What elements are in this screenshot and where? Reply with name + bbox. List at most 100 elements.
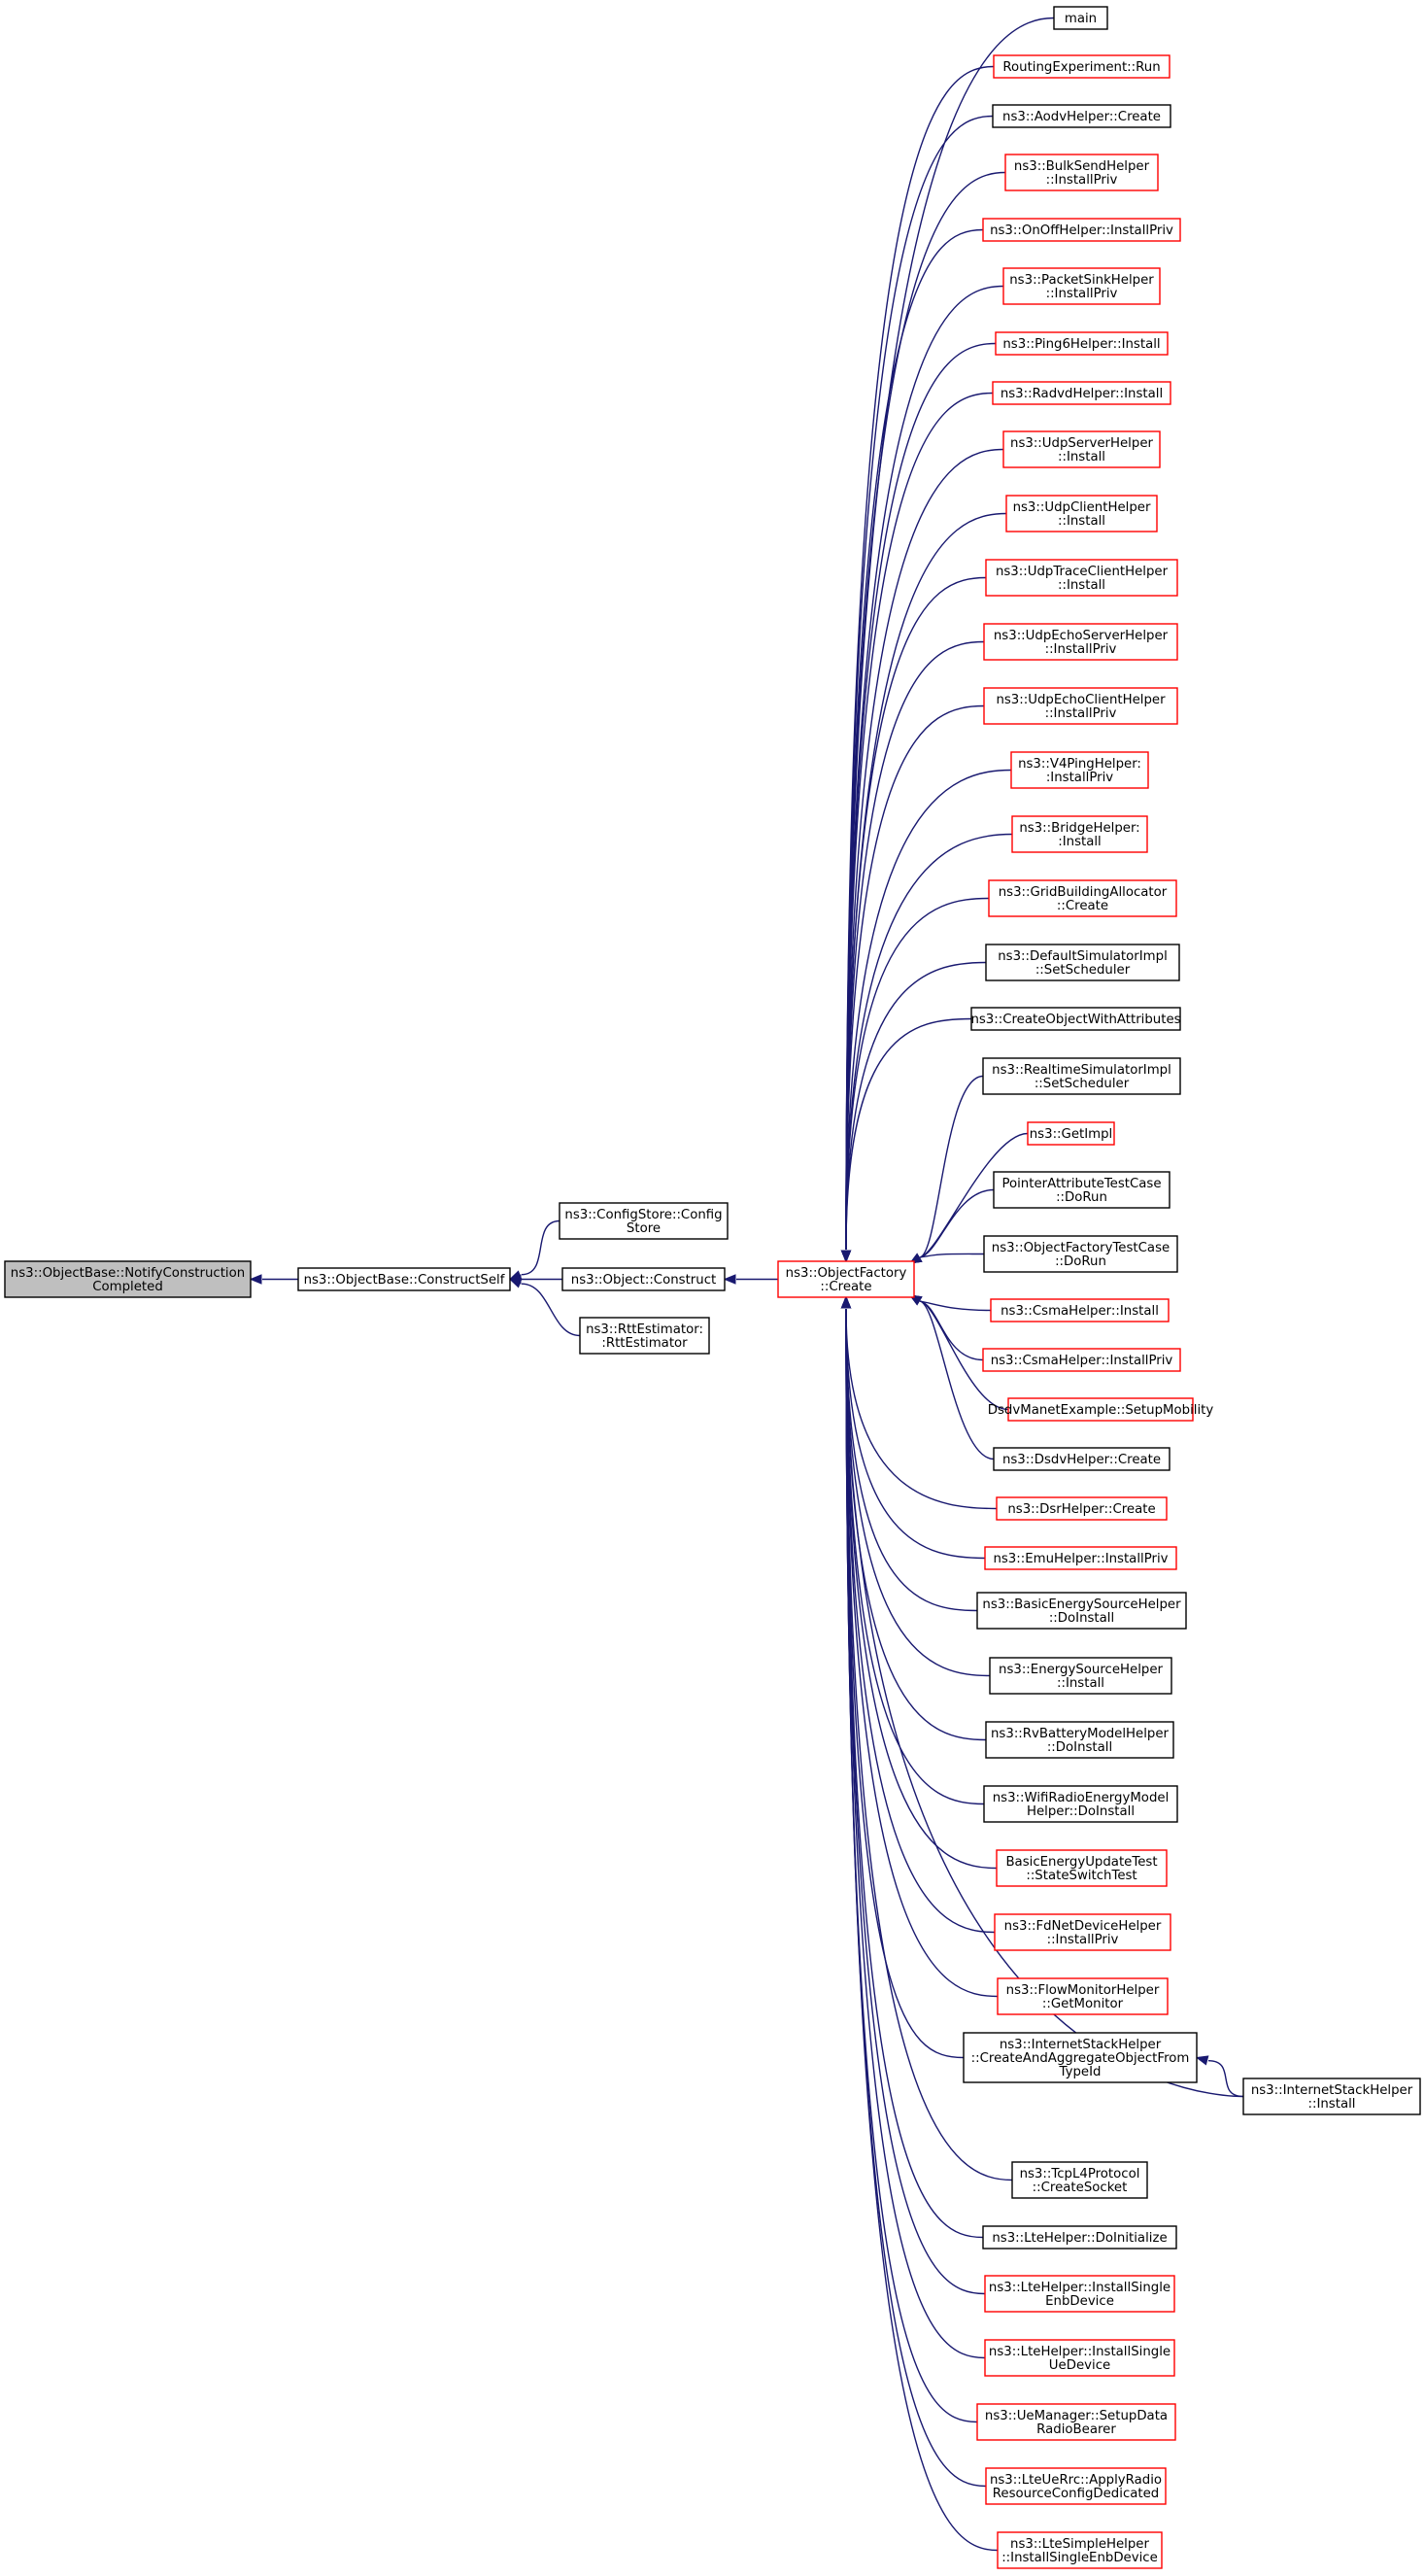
node-label: ns3::ObjectFactoryTestCase: [992, 1241, 1170, 1255]
node-ns3-getimpl[interactable]: ns3::GetImpl: [1027, 1121, 1115, 1146]
edge-n1-to-n0: [249, 1274, 298, 1285]
edge-line: [919, 1075, 984, 1258]
node-box: [984, 1546, 1177, 1570]
node-label: main: [1065, 12, 1097, 26]
node-ns3-objectfactory-create[interactable]: ns3::ObjectFactory::Create: [777, 1260, 915, 1298]
node-ns3-ltehelper-doinitialize[interactable]: ns3::LteHelper::DoInitialize: [982, 2225, 1177, 2250]
node-ns3-ping6helper-install[interactable]: ns3::Ping6Helper::Install: [995, 331, 1169, 356]
node-label: ns3::AodvHelper::Create: [1002, 110, 1161, 124]
edge-c15-to-n5: [840, 897, 990, 1263]
node-ns3-configstore-configstore[interactable]: ns3::ConfigStore::ConfigStore: [559, 1202, 729, 1240]
node-box: [983, 1235, 1178, 1273]
node-box: [997, 2531, 1163, 2569]
node-label: ::SetScheduler: [1035, 1077, 1130, 1091]
edge-line: [845, 392, 994, 1251]
edge-c16-to-n5: [840, 961, 987, 1263]
edge-c21-to-n5: [908, 1253, 985, 1264]
node-ns3-bulksendhelper-installpriv[interactable]: ns3::BulkSendHelper::InstallPriv: [1004, 154, 1159, 191]
node-box: [976, 2403, 1176, 2441]
node-ns3-onoffhelper-installpriv[interactable]: ns3::OnOffHelper::InstallPriv: [982, 218, 1181, 242]
node-label: ns3::TcpL4Protocol: [1020, 2167, 1140, 2181]
node-pointerattributetestcase-dorun[interactable]: PointerAttributeTestCase::DoRun: [993, 1171, 1171, 1209]
node-label: ns3::PacketSinkHelper: [1009, 273, 1154, 288]
node-routingexperiment-run[interactable]: RoutingExperiment::Run: [993, 54, 1171, 79]
edge-c39-to-n5: [840, 1295, 986, 2295]
node-ns3-defaultsimulatorimpl-setscheduler[interactable]: ns3::DefaultSimulatorImpl::SetScheduler: [985, 944, 1180, 981]
node-label: ns3::EnergySourceHelper: [999, 1663, 1163, 1677]
node-ns3-udptraceclienthelper-install[interactable]: ns3::UdpTraceClientHelper::Install: [985, 559, 1178, 597]
node-ns3-bridgehelper-install[interactable]: ns3::BridgeHelper::Install: [1011, 815, 1148, 853]
node-ns3-udpechoserverhelper-installpriv[interactable]: ns3::UdpEchoServerHelper::InstallPriv: [983, 623, 1178, 661]
node-ns3-lteuerrc-applyradioresourceconfigdedicated[interactable]: ns3::LteUeRrc::ApplyRadioResourceConfigD…: [985, 2467, 1167, 2505]
node-box: [992, 381, 1171, 405]
node-ns3-fdnetdevicehelper-installpriv[interactable]: ns3::FdNetDeviceHelper::InstallPriv: [994, 1913, 1171, 1951]
node-ns3-internetstackhelper-install[interactable]: ns3::InternetStackHelper::Install: [1242, 2078, 1421, 2115]
node-ns3-gridbuildingallocator-create[interactable]: ns3::GridBuildingAllocator::Create: [988, 879, 1177, 917]
node-ns3-packetsinkhelper-installpriv[interactable]: ns3::PacketSinkHelper::InstallPriv: [1002, 267, 1161, 305]
node-label: ns3::UdpTraceClientHelper: [996, 565, 1169, 579]
node-box: [1002, 430, 1161, 468]
node-box: [996, 1849, 1168, 1887]
node-basicenergyupdatetest-stateswitchtest[interactable]: BasicEnergyUpdateTest::StateSwitchTest: [996, 1849, 1168, 1887]
node-ns3-ltesimplehelper-installsingleenbdevice[interactable]: ns3::LteSimpleHelper::InstallSingleEnbDe…: [997, 2531, 1163, 2569]
node-ns3-tcpl4protocol-createsocket[interactable]: ns3::TcpL4Protocol::CreateSocket: [1011, 2161, 1148, 2199]
node-ns3-udpechoclienthelper-installpriv[interactable]: ns3::UdpEchoClientHelper::InstallPriv: [983, 687, 1178, 725]
node-ns3-flowmonitorhelper-getmonitor[interactable]: ns3::FlowMonitorHelper::GetMonitor: [997, 1977, 1169, 2015]
edge-line: [845, 1308, 998, 1870]
node-label: ns3::RealtimeSimulatorImpl: [992, 1063, 1171, 1078]
edge-line: [845, 1308, 986, 2359]
node-label: ns3::Ping6Helper::Install: [1002, 337, 1160, 352]
node-box: [996, 1496, 1168, 1521]
edge-c9-to-n5: [840, 512, 1007, 1263]
node-ns3-realtimesimulatorimpl-setscheduler[interactable]: ns3::RealtimeSimulatorImpl::SetScheduler: [982, 1057, 1181, 1095]
node-label: ns3::UdpClientHelper: [1013, 500, 1151, 515]
node-ns3-emuhelper-installpriv[interactable]: ns3::EmuHelper::InstallPriv: [984, 1546, 1177, 1570]
edge-line: [845, 1308, 999, 2552]
edge-line: [845, 1308, 978, 1612]
node-ns3-internetstackhelper-createandaggregateobjectfromtypeid[interactable]: ns3::InternetStackHelper::CreateAndAggre…: [963, 2032, 1198, 2083]
node-ns3-radvdhelper-install[interactable]: ns3::RadvdHelper::Install: [992, 381, 1171, 405]
node-label: ns3::EmuHelper::InstallPriv: [993, 1552, 1168, 1566]
node-ns3-ltehelper-installsingleenbdevice[interactable]: ns3::LteHelper::InstallSingleEnbDevice: [984, 2275, 1175, 2313]
node-label: ns3::ObjectFactory: [786, 1266, 907, 1281]
node-ns3-rvbatterymodelhelper-doinstall[interactable]: ns3::RvBatteryModelHelper::DoInstall: [985, 1721, 1174, 1759]
node-ns3-udpserverhelper-install[interactable]: ns3::UdpServerHelper::Install: [1002, 430, 1161, 468]
node-ns3-aodvhelper-create[interactable]: ns3::AodvHelper::Create: [992, 104, 1171, 128]
edge-line: [919, 1188, 995, 1258]
node-label: UeDevice: [1049, 2358, 1110, 2373]
node-ns3-v4pinghelper-installpriv[interactable]: ns3::V4PingHelper::InstallPriv: [1010, 751, 1149, 789]
edge-n2-to-n1: [508, 1219, 560, 1281]
node-ns3-dsrhelper-create[interactable]: ns3::DsrHelper::Create: [996, 1496, 1168, 1521]
node-ns3-csmahelper-installpriv[interactable]: ns3::CsmaHelper::InstallPriv: [982, 1348, 1181, 1372]
node-ns3-basicenergysourcehelper-doinstall[interactable]: ns3::BasicEnergySourceHelper::DoInstall: [976, 1592, 1187, 1630]
node-box: [992, 104, 1171, 128]
edge-line: [845, 1308, 985, 1805]
node-ns3-objectbase-constructself[interactable]: ns3::ObjectBase::ConstructSelf: [297, 1267, 511, 1291]
edge-line: [1207, 2060, 1244, 2098]
node-label: ::DoRun: [1056, 1190, 1107, 1205]
node-ns3-dsdvhelper-create[interactable]: ns3::DsdvHelper::Create: [993, 1447, 1171, 1471]
node-ns3-objectbase-notifyconstructioncompleted: ns3::ObjectBase::NotifyConstructionCompl…: [4, 1260, 252, 1298]
node-label: ns3::LteUeRrc::ApplyRadio: [990, 2473, 1162, 2488]
edge-line: [845, 1308, 987, 2488]
node-box: [983, 687, 1178, 725]
node-label: ns3::V4PingHelper:: [1018, 757, 1141, 772]
node-label: ns3::FdNetDeviceHelper: [1004, 1919, 1162, 1934]
node-ns3-object-construct[interactable]: ns3::Object::Construct: [561, 1267, 726, 1291]
node-ns3-objectfactorytestcase-dorun[interactable]: ns3::ObjectFactoryTestCase::DoRun: [983, 1235, 1178, 1273]
node-ns3-energysourcehelper-install[interactable]: ns3::EnergySourceHelper::Install: [989, 1657, 1172, 1695]
node-dsdvmanetexample-setupmobility[interactable]: DsdvManetExample::SetupMobility: [988, 1397, 1214, 1422]
node-box: [982, 2225, 1177, 2250]
node-ns3-wifiradioenergymodelhelper-doinstall[interactable]: ns3::WifiRadioEnergyModelHelper::DoInsta…: [983, 1785, 1178, 1823]
edge-line: [521, 1283, 581, 1337]
node-ns3-createobjectwithattributes[interactable]: ns3::CreateObjectWithAttributes: [970, 1007, 1181, 1031]
node-ns3-rttestimator-rttestimator[interactable]: ns3::RttEstimator::RttEstimator: [579, 1317, 710, 1355]
node-main[interactable]: main: [1053, 6, 1108, 30]
node-label: ::Install: [1058, 450, 1105, 464]
node-ns3-udpclienthelper-install[interactable]: ns3::UdpClientHelper::Install: [1005, 495, 1158, 532]
node-label: ns3::LteHelper::DoInitialize: [992, 2231, 1167, 2246]
node-ns3-csmahelper-install[interactable]: ns3::CsmaHelper::Install: [990, 1298, 1170, 1322]
nodes-layer: ns3::ObjectBase::NotifyConstructionCompl…: [4, 6, 1421, 2569]
